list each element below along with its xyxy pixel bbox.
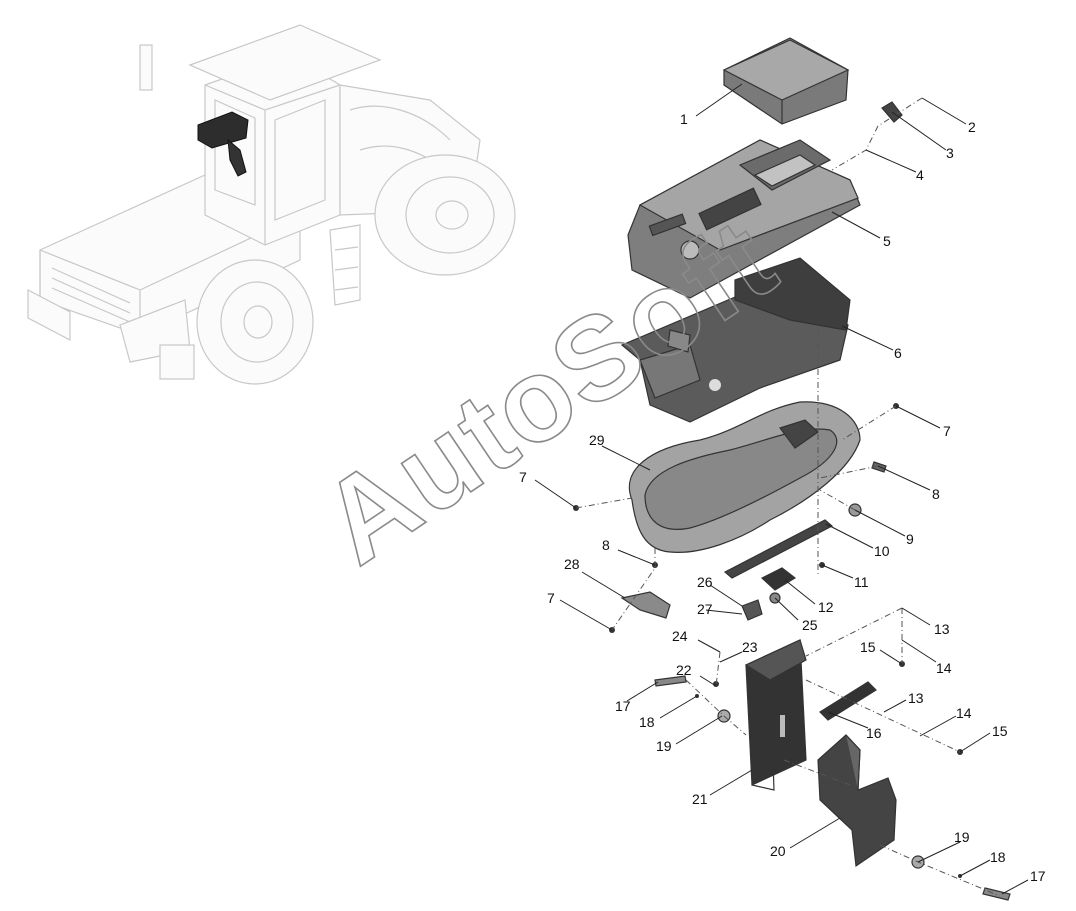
callout-3: 3 bbox=[946, 145, 954, 161]
callout-14a: 14 bbox=[936, 660, 952, 676]
callout-12: 12 bbox=[818, 599, 834, 615]
callout-13b: 13 bbox=[908, 690, 924, 706]
callout-22: 22 bbox=[676, 662, 692, 678]
callout-21: 21 bbox=[692, 791, 708, 807]
callout-17a: 17 bbox=[615, 698, 631, 714]
tractor-illustration bbox=[27, 24, 516, 385]
part-lower-tray bbox=[628, 401, 861, 553]
callout-28: 28 bbox=[564, 556, 580, 572]
callout-18b: 18 bbox=[990, 849, 1006, 865]
callout-5: 5 bbox=[883, 233, 891, 249]
callout-27: 27 bbox=[697, 601, 713, 617]
part-frame bbox=[620, 257, 851, 423]
callout-19b: 19 bbox=[954, 829, 970, 845]
callout-15a: 15 bbox=[860, 639, 876, 655]
part-armrest-cushion bbox=[722, 37, 850, 125]
callout-7c: 7 bbox=[547, 590, 555, 606]
assembly-axes bbox=[575, 97, 1001, 897]
callout-15b: 15 bbox=[992, 723, 1008, 739]
part-rail bbox=[723, 519, 834, 591]
part-housing-21 bbox=[744, 639, 807, 791]
callout-13a: 13 bbox=[934, 621, 950, 637]
callout-8a: 8 bbox=[932, 486, 940, 502]
part-control-panel-cover bbox=[627, 139, 861, 299]
callout-6: 6 bbox=[894, 345, 902, 361]
callout-23: 23 bbox=[742, 639, 758, 655]
callout-1: 1 bbox=[680, 111, 688, 127]
callout-10: 10 bbox=[874, 543, 890, 559]
callout-16: 16 bbox=[866, 725, 882, 741]
callout-2: 2 bbox=[968, 119, 976, 135]
callout-8b: 8 bbox=[602, 537, 610, 553]
callout-7a: 7 bbox=[943, 423, 951, 439]
callout-29: 29 bbox=[589, 432, 605, 448]
callout-14b: 14 bbox=[956, 705, 972, 721]
part-bracket-small bbox=[741, 592, 781, 621]
part-bracket-20 bbox=[817, 734, 897, 868]
callout-17b: 17 bbox=[1030, 868, 1046, 884]
callout-7b: 7 bbox=[519, 469, 527, 485]
callout-24: 24 bbox=[672, 628, 688, 644]
leader-lines bbox=[534, 83, 1029, 895]
part-plate-16 bbox=[819, 681, 877, 721]
callout-25: 25 bbox=[802, 617, 818, 633]
callout-26: 26 bbox=[697, 574, 713, 590]
callout-18a: 18 bbox=[639, 714, 655, 730]
callout-labels: 1 2 3 4 5 6 7 7 7 8 8 9 10 11 12 13 13 1… bbox=[519, 111, 1046, 884]
callout-4: 4 bbox=[916, 167, 924, 183]
callout-20: 20 bbox=[770, 843, 786, 859]
callout-19a: 19 bbox=[656, 738, 672, 754]
callout-11: 11 bbox=[854, 574, 869, 590]
callout-9: 9 bbox=[906, 531, 914, 547]
